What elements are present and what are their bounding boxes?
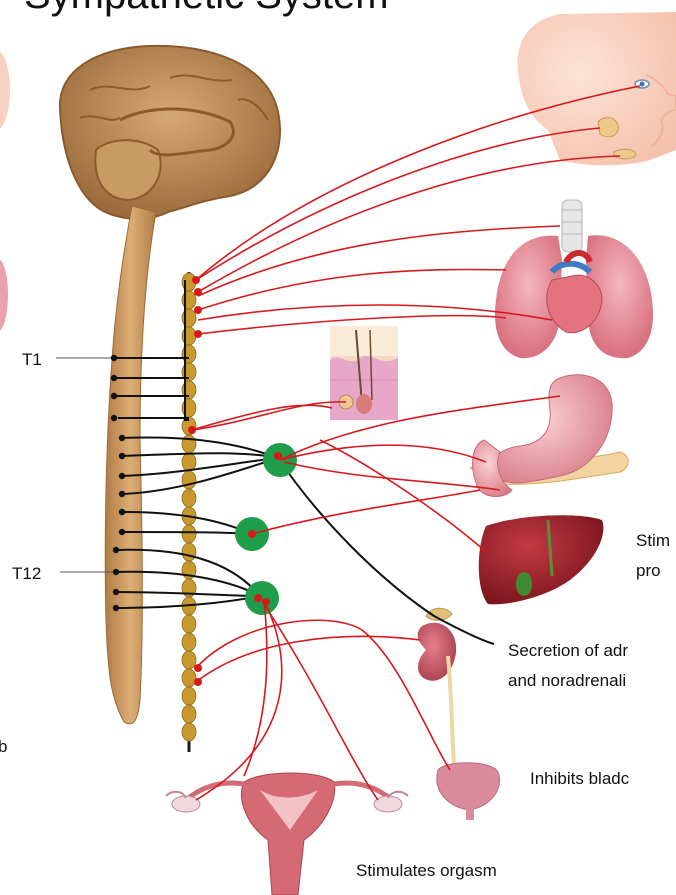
diagram-title: Sympathetic System (24, 0, 389, 17)
chain-ganglion-bead (182, 687, 196, 705)
chain-ganglion-bead (182, 651, 196, 669)
t1-label: T1 (22, 350, 42, 369)
spinal-root-dot (111, 355, 117, 361)
brain-icon (60, 46, 280, 219)
chain-ganglion-bead (182, 435, 196, 453)
chain-ganglion-bead (182, 453, 196, 471)
left-clipped-text: b (0, 737, 7, 756)
spinal-root-dot (111, 415, 117, 421)
chain-ganglion-bead (182, 669, 196, 687)
spinal-root-dot (119, 529, 125, 535)
adrenal-effect-line1: Secretion of adr (508, 641, 628, 660)
reproductive-effect: Stimulates orgasm (356, 861, 497, 880)
chain-ganglion-bead (182, 705, 196, 723)
liver-icon (479, 515, 604, 604)
chain-ganglion-bead (182, 543, 196, 561)
adrenal-effect-line2: and noradrenali (508, 671, 626, 690)
lungs-heart-icon (495, 200, 653, 358)
preganglionic-nerves (114, 280, 494, 644)
skin-hair-icon (330, 326, 398, 420)
liver-effect-line1: Stim (636, 531, 670, 550)
spinal-root-dot (113, 589, 119, 595)
spinal-root-dot (111, 375, 117, 381)
chain-ganglion-bead (182, 633, 196, 651)
spinal-root-dot (119, 453, 125, 459)
chain-ganglion-bead (182, 723, 196, 741)
liver-effect-line2: pro (636, 561, 661, 580)
face-icon (518, 12, 676, 165)
chain-ganglion-bead (182, 489, 196, 507)
stomach-pancreas-icon (470, 375, 628, 497)
spinal-root-dot (119, 491, 125, 497)
t12-label: T12 (12, 564, 41, 583)
spinal-root-dot (113, 547, 119, 553)
bladder-effect: Inhibits bladc (530, 769, 630, 788)
chain-ganglion-bead (182, 525, 196, 543)
spinal-cord (105, 206, 156, 724)
spinal-root-dot (119, 509, 125, 515)
spinal-root-dot (111, 393, 117, 399)
chain-ganglion-bead (182, 615, 196, 633)
kidney-adrenal-icon (418, 608, 457, 764)
spinal-root-dot (113, 605, 119, 611)
spinal-root-dot (113, 569, 119, 575)
spinal-root-dot (119, 435, 125, 441)
spinal-root-dot (119, 473, 125, 479)
bladder-icon (437, 763, 500, 820)
left-partial-figure (0, 50, 10, 331)
